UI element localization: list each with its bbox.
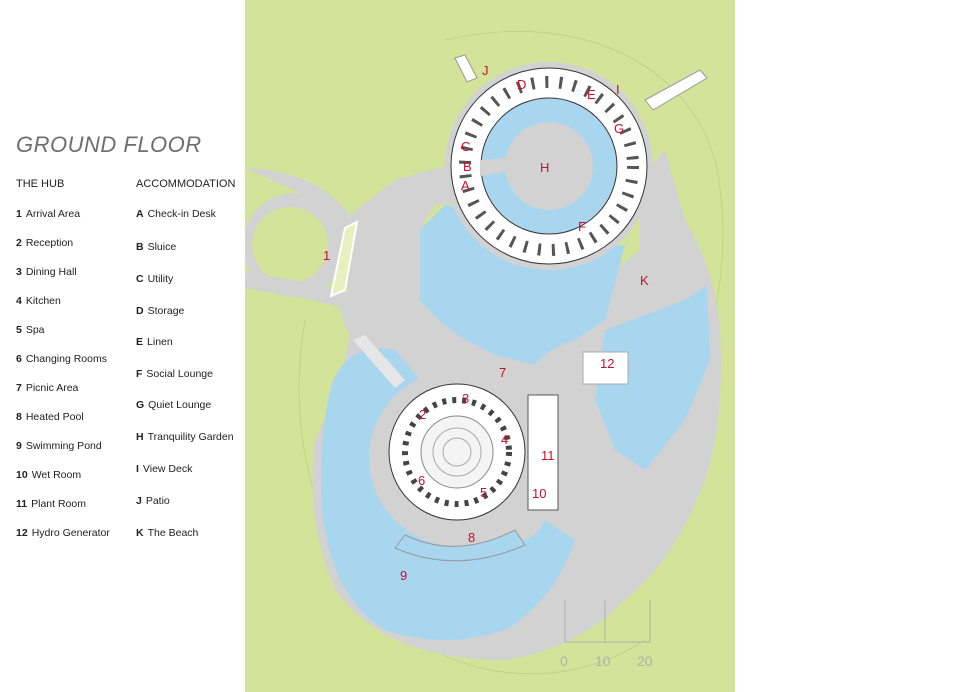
arrival-lawn [252, 207, 328, 283]
plan-label-9: 9 [400, 568, 407, 583]
plan-label-8: 8 [468, 530, 475, 545]
site-plan-drawing: 1 2 3 4 5 6 7 8 9 10 11 12 A B C D E F G… [245, 0, 735, 692]
hub-core-inner [442, 437, 472, 467]
accommodation-heading: ACCOMMODATION [136, 178, 236, 190]
hub-core-ring [432, 427, 482, 477]
view-deck [644, 69, 708, 111]
planter [329, 220, 359, 298]
plan-label-7: 7 [499, 365, 506, 380]
hub-heading: THE HUB [16, 178, 65, 190]
water-channel [420, 205, 625, 365]
plan-label-f: F [578, 219, 586, 234]
plan-label-c: C [461, 139, 470, 154]
plan-label-6: 6 [418, 473, 425, 488]
plan-label-2: 2 [419, 407, 426, 422]
arrival-path [245, 272, 363, 333]
plan-label-12: 12 [600, 356, 614, 371]
site-plan: 1 2 3 4 5 6 7 8 9 10 11 12 A B C D E F G… [245, 0, 735, 692]
plan-label-i: I [616, 82, 620, 97]
floor-title: GROUND FLOOR [16, 132, 202, 157]
plan-label-e: E [587, 87, 596, 102]
plan-label-10: 10 [532, 486, 546, 501]
plan-label-11: 11 [541, 448, 555, 463]
plan-label-a: A [461, 178, 470, 193]
plan-label-4: 4 [501, 432, 508, 447]
heated-pool [394, 529, 526, 562]
tranquility-garden [505, 122, 593, 210]
scale-label-0: 0 [560, 653, 568, 669]
garden-path [480, 158, 505, 176]
bridge [353, 335, 405, 388]
patio [454, 54, 478, 83]
plan-label-1: 1 [323, 248, 330, 263]
hub-rooms-ring [402, 397, 512, 507]
hydro-generator [582, 351, 629, 385]
plant-room [527, 394, 559, 511]
plan-label-5: 5 [480, 485, 487, 500]
water-lagoon [595, 285, 710, 470]
accommodation-rooms-ring [459, 76, 639, 256]
plan-label-b: B [463, 159, 472, 174]
plan-label-d: D [517, 77, 526, 92]
scale-label-20: 20 [637, 653, 653, 669]
plan-label-g: G [614, 121, 624, 136]
scale-bar: 0 10 20 [560, 600, 653, 669]
plan-label-h: H [540, 160, 549, 175]
plan-label-k: K [640, 273, 649, 288]
plan-label-j: J [482, 63, 489, 78]
hub-core [420, 415, 494, 489]
scale-label-10: 10 [595, 653, 611, 669]
plan-label-3: 3 [462, 391, 469, 406]
